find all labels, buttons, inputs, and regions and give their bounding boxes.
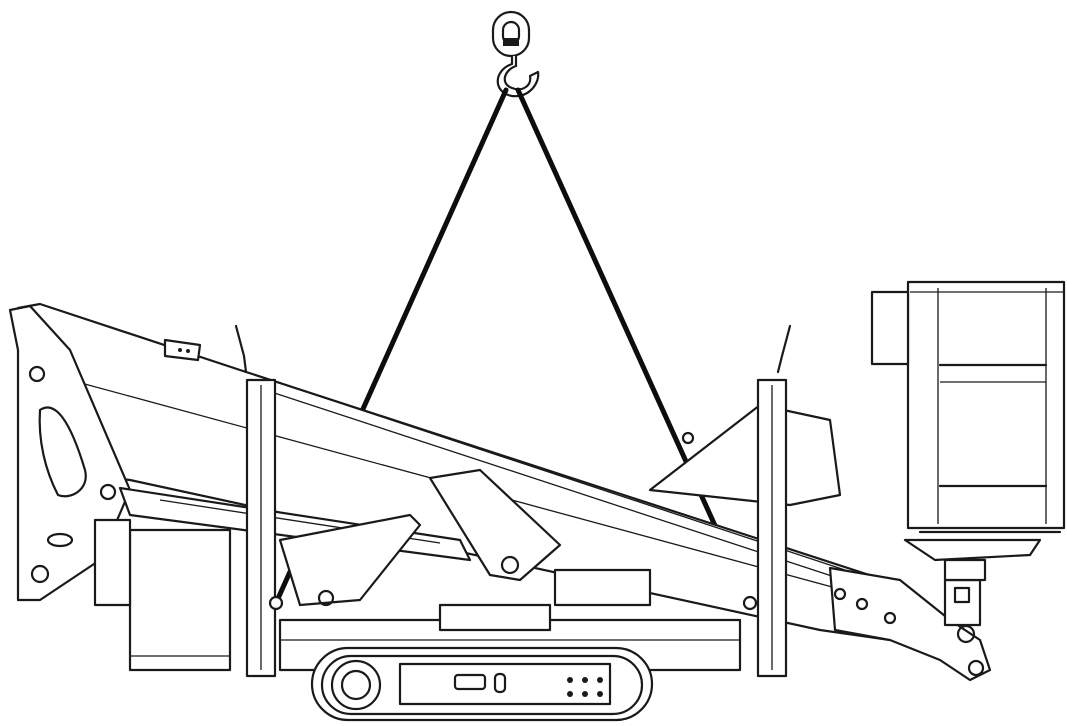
basket-bracket (943, 558, 987, 582)
boom-inner-line (239, 369, 846, 571)
valve-dot-2 (186, 349, 190, 353)
bolt-1 (567, 677, 573, 683)
track-slot-2 (493, 672, 507, 694)
valve-box (163, 338, 202, 362)
drive-sprocket (330, 659, 382, 711)
pivot-pin-top (28, 365, 46, 383)
boom-link-plate (428, 468, 562, 582)
boom-inner-line-2 (249, 384, 851, 583)
jib-pin-4 (855, 597, 869, 611)
hook-swivel-eye (491, 10, 531, 58)
valve-dot-1 (178, 348, 182, 352)
hook-body (496, 56, 540, 98)
left-lifting-point (268, 595, 284, 611)
jib-pin-2 (967, 659, 985, 677)
pivot-oval (46, 532, 74, 548)
pivot-pin-bottom (30, 564, 50, 584)
bolt-3 (597, 677, 603, 683)
outrigger-legs (234, 324, 792, 678)
crane-hook (491, 10, 540, 98)
track-inner (320, 654, 644, 716)
boom-head-block (648, 403, 842, 507)
basket-frame (906, 280, 1066, 530)
bolt-6 (597, 691, 603, 697)
basket (870, 280, 1066, 582)
center-block (438, 603, 552, 632)
lifting-points (268, 595, 758, 611)
rear-counterweight (93, 518, 132, 607)
engine-housing (128, 528, 232, 672)
chassis (93, 518, 742, 672)
control-box (870, 290, 910, 366)
bolt-4 (567, 691, 573, 697)
turret-block (553, 568, 652, 607)
basket-mount (903, 538, 1042, 562)
track-slot (453, 673, 487, 691)
link-pin (500, 555, 520, 575)
jib-pin-3 (833, 587, 847, 601)
right-sling (515, 87, 753, 606)
right-lifting-point (742, 595, 758, 611)
pivot-pin-mid (99, 483, 117, 501)
right-leg-fin (776, 324, 792, 374)
bolt-2 (582, 677, 588, 683)
crawler-track (310, 646, 654, 722)
hook-eye-latch (503, 38, 519, 46)
sprocket-hub (340, 669, 372, 701)
boom (8, 302, 992, 682)
rotator-square (953, 586, 971, 604)
lower-bracket (278, 513, 422, 607)
bolt-5 (582, 691, 588, 697)
bracket-pin (317, 589, 335, 607)
head-pin (681, 431, 695, 445)
jib-pin-5 (883, 611, 897, 625)
left-leg-fin (234, 324, 248, 374)
pivot-slot (38, 406, 87, 498)
